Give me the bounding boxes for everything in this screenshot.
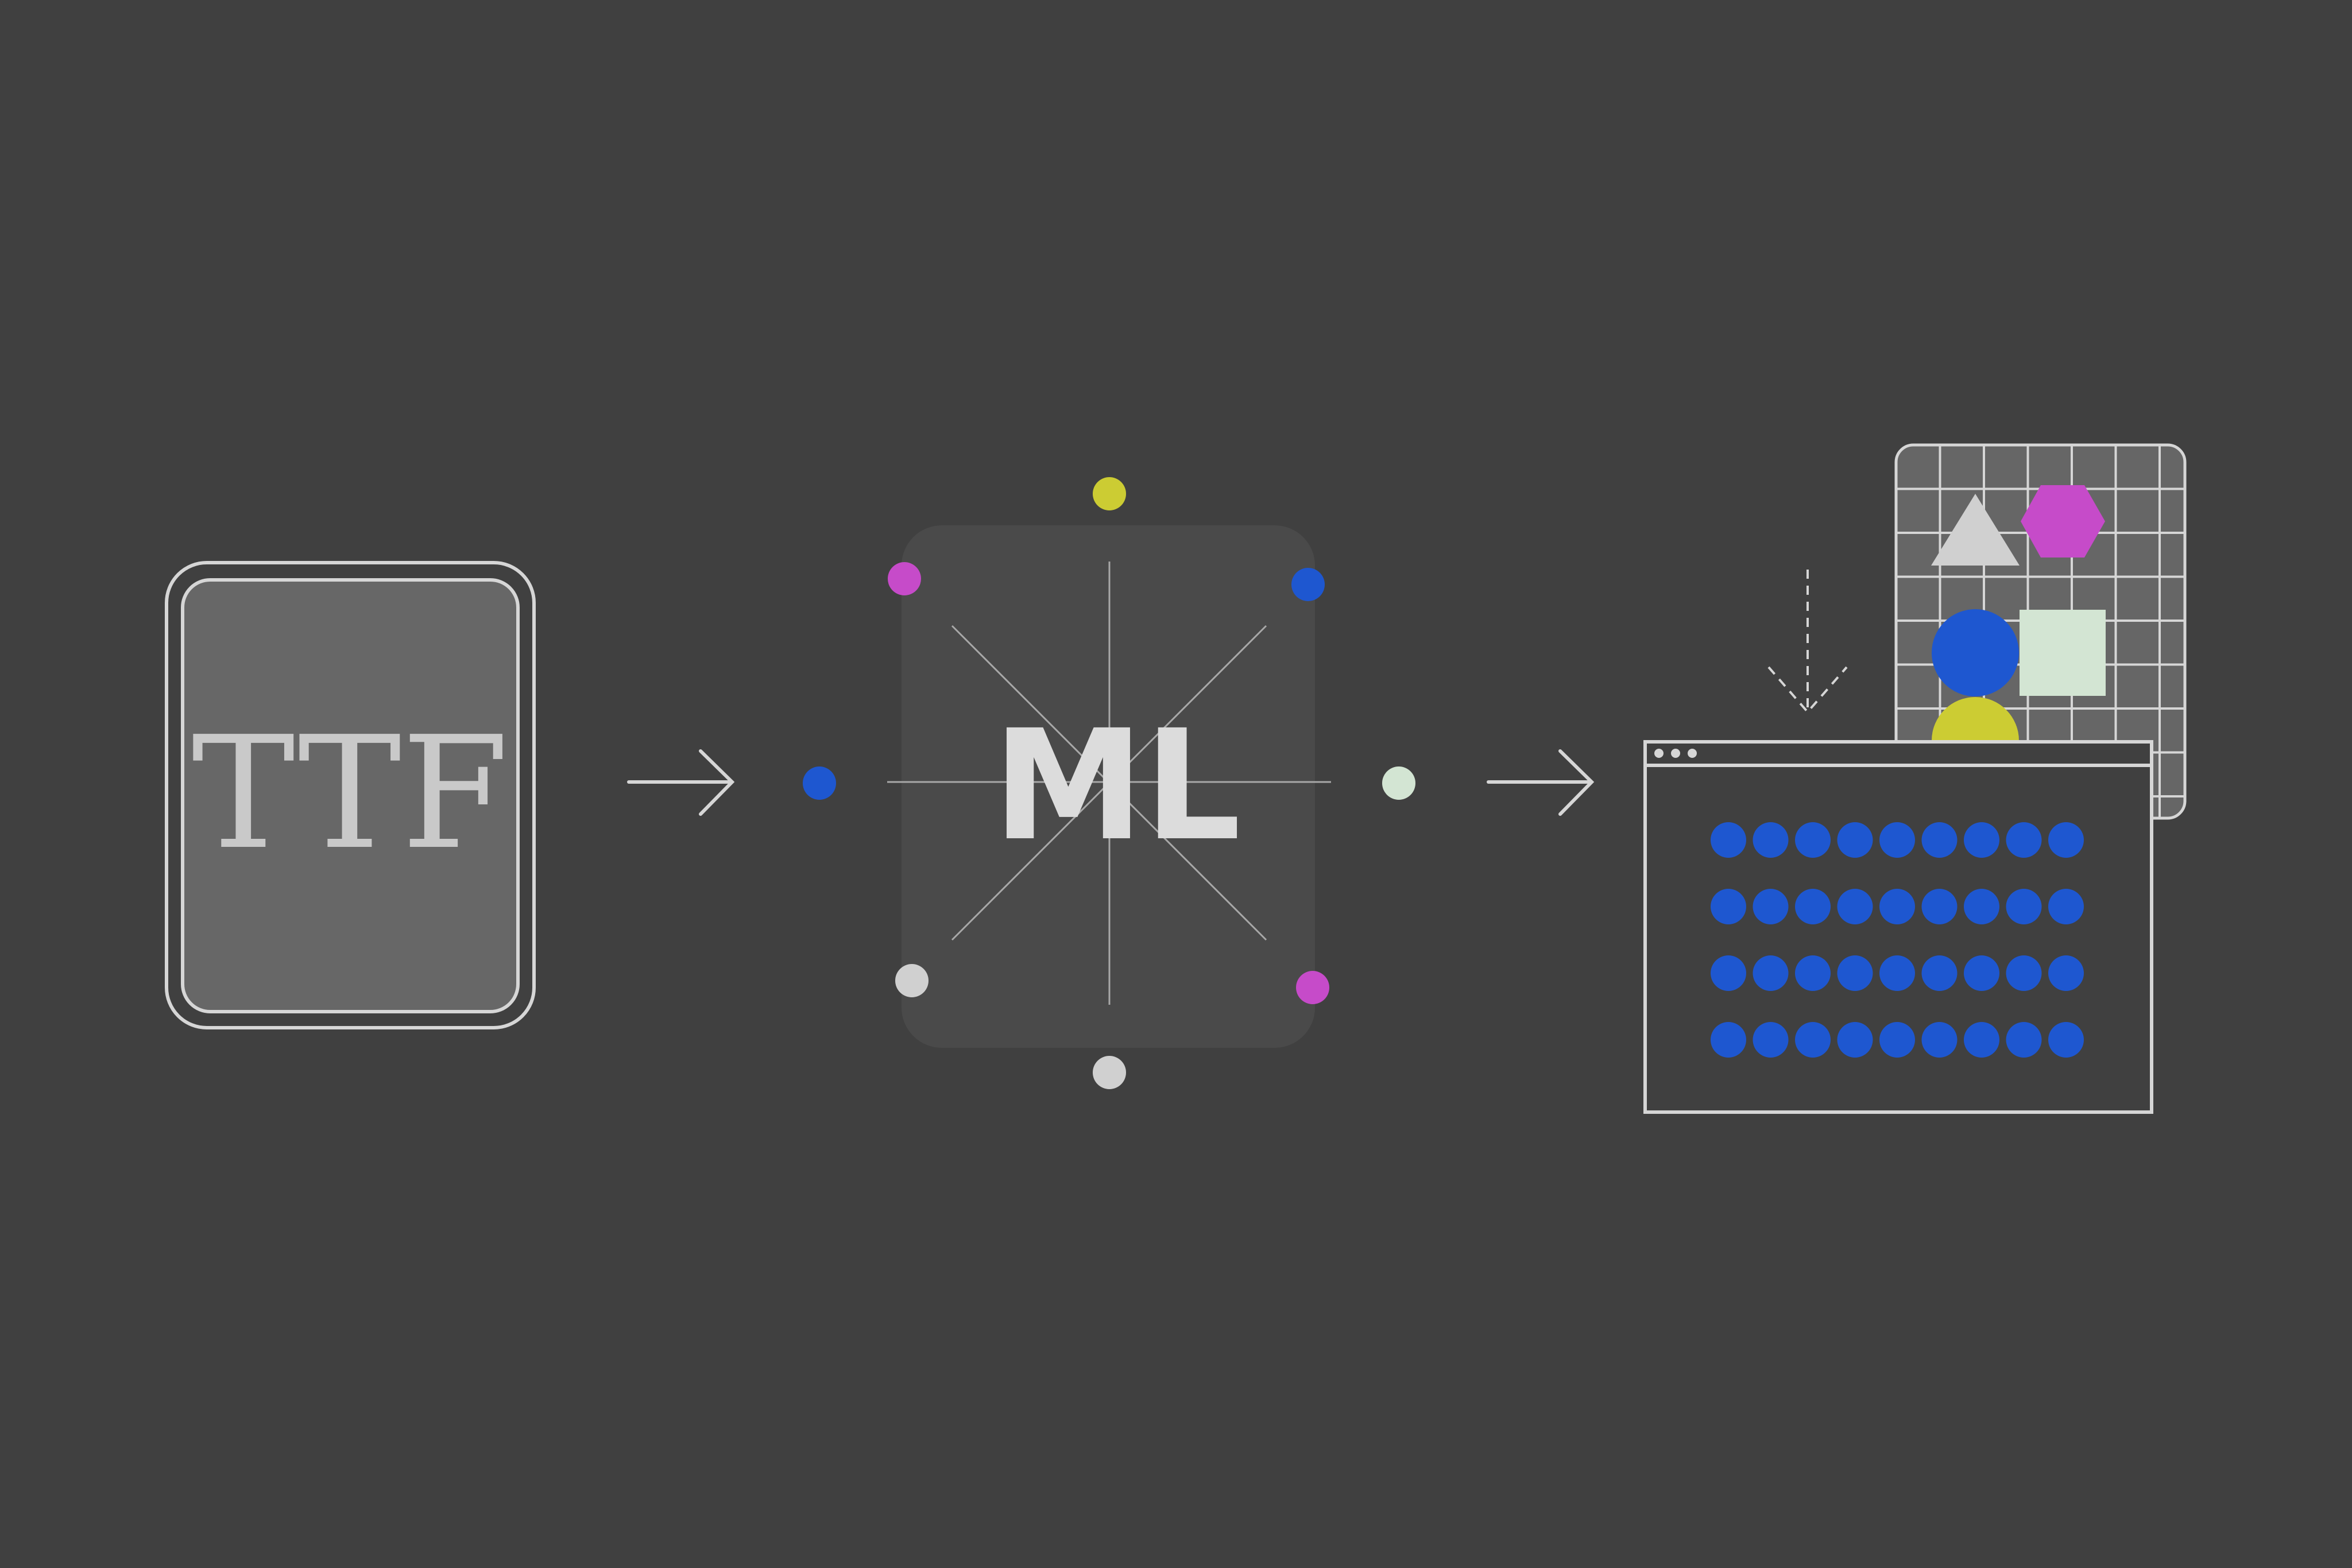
glyph-dot bbox=[2006, 822, 2042, 858]
glyph-dot bbox=[1795, 822, 1831, 858]
glyph-dot bbox=[1753, 822, 1789, 858]
ttf-file-body bbox=[181, 578, 520, 1013]
arrow-right-icon bbox=[627, 749, 735, 816]
glyph-dot bbox=[2048, 1022, 2084, 1058]
glyph-dot bbox=[1879, 1022, 1915, 1058]
glyph-dot bbox=[2048, 822, 2084, 858]
glyph-dot bbox=[1837, 955, 1873, 991]
square-shape bbox=[2020, 610, 2106, 696]
node-top-right bbox=[1291, 568, 1325, 601]
glyph-dot bbox=[1711, 955, 1746, 991]
glyph-dot bbox=[1837, 822, 1873, 858]
window-dot-icon bbox=[1654, 749, 1664, 758]
semicircle-shape bbox=[1932, 697, 2019, 741]
glyph-dot bbox=[1921, 955, 1958, 991]
circle-shape bbox=[1932, 609, 2019, 696]
triangle-shape bbox=[1931, 494, 2020, 566]
hexagon-shape bbox=[2021, 485, 2105, 557]
ttf-file: TTF bbox=[165, 561, 536, 1029]
ml-label: ML bbox=[993, 698, 1241, 874]
ml-model-box bbox=[902, 525, 1315, 1048]
glyph-dot bbox=[1795, 955, 1831, 991]
glyph-dot bbox=[2048, 889, 2084, 924]
glyph-dot bbox=[1879, 955, 1915, 991]
glyph-dot bbox=[1753, 955, 1789, 991]
node-bottom bbox=[1093, 1056, 1126, 1089]
dashed-down-arrow-icon bbox=[1767, 570, 1848, 714]
window-dot-icon bbox=[1671, 749, 1680, 758]
glyph-dot bbox=[1711, 822, 1746, 858]
ttf-file-outer-border bbox=[165, 561, 536, 1029]
ml-model: ML bbox=[803, 477, 1415, 1089]
glyph-dot bbox=[1879, 889, 1915, 924]
node-left bbox=[803, 766, 836, 800]
glyph-dot bbox=[1921, 889, 1958, 924]
glyph-dot bbox=[1795, 1022, 1831, 1058]
glyph-dot bbox=[1711, 889, 1746, 924]
node-top bbox=[1093, 477, 1126, 510]
glyph-dot bbox=[1964, 955, 1999, 991]
glyph-dot bbox=[1921, 1022, 1958, 1058]
node-right bbox=[1382, 766, 1415, 800]
glyph-sheet bbox=[1894, 443, 2187, 820]
glyph-dot bbox=[1964, 822, 1999, 858]
glyph-dot bbox=[1753, 1022, 1789, 1058]
glyph-dot bbox=[2048, 955, 2084, 991]
network-lines bbox=[887, 562, 1331, 1005]
arrow-right-icon bbox=[1487, 749, 1595, 816]
glyph-dot bbox=[1711, 1022, 1746, 1058]
glyph-dot bbox=[2006, 1022, 2042, 1058]
window-dot-icon bbox=[1688, 749, 1697, 758]
browser-window bbox=[1643, 740, 2153, 1114]
glyph-dot bbox=[1964, 889, 1999, 924]
ttf-label: TTF bbox=[192, 703, 509, 884]
node-top-left bbox=[888, 562, 921, 595]
glyph-dot bbox=[1964, 1022, 1999, 1058]
glyph-dot bbox=[1921, 822, 1958, 858]
glyph-dot bbox=[1753, 889, 1789, 924]
glyph-dot bbox=[2006, 955, 2042, 991]
glyph-dot bbox=[1795, 889, 1831, 924]
node-bottom-right bbox=[1296, 971, 1329, 1004]
glyph-dot bbox=[1837, 889, 1873, 924]
glyph-dot bbox=[2006, 889, 2042, 924]
node-bottom-left bbox=[895, 964, 929, 997]
glyph-dot bbox=[1837, 1022, 1873, 1058]
glyph-dot bbox=[1879, 822, 1915, 858]
glyph-dot-grid bbox=[1711, 822, 2084, 1058]
